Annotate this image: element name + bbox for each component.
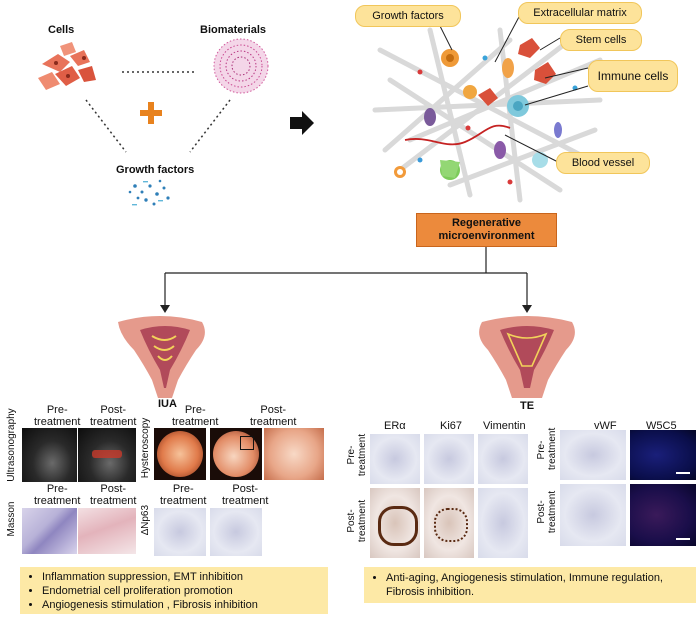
right-arrow-icon [290,111,314,135]
te-title: TE [520,400,535,412]
te-pre-row-label-right: Pre-treatment [536,427,558,470]
immune-cells-pill: Immune cells [588,60,678,92]
regenerative-microenvironment-box: Regenerative microenvironment [416,213,557,247]
cells-label: Cells [48,24,75,36]
te-w5c5-post-image [630,484,696,546]
te-marker-w5c5: W5C5 [646,420,677,432]
te-w5c5-pre-image [630,430,696,480]
iua-hyst-pre-frame [154,428,206,480]
microenvironment-cells [394,38,578,185]
iua-bullet-2: Endometrial cell proliferation promotion [42,584,328,598]
masson-label: Masson [6,501,17,537]
iua-masson-post-header: Post-treatment [90,483,137,507]
te-post-row-label-right: Post-treatment [536,490,558,534]
growth-factors-pill: Growth factors [355,5,461,27]
tree-connectors [164,245,528,305]
iua-np63-pre-image [154,508,206,556]
regen-line1: Regenerative [451,217,522,229]
blood-vessel-icon [404,124,511,146]
iua-us-post-image [78,428,136,482]
te-pre-row-label-left: Pre-treatment [346,433,368,477]
regen-line2: microenvironment [438,230,535,242]
iua-masson-post-image [78,508,136,554]
growth-factors-label: Growth factors [116,164,195,176]
iua-summary-box: Inflammation suppression, EMT inhibition… [20,567,328,614]
plus-icon [140,102,162,124]
iua-np63-post-header: Post-treatment [222,483,269,507]
stem-cells-pill: Stem cells [560,29,642,51]
te-vimentin-post-image [478,488,528,558]
te-ki67-pre-image [424,434,474,484]
te-vwf-post-image [560,484,626,546]
te-vwf-pre-image [560,430,626,480]
te-post-row-label-left: Post-treatment [346,499,368,543]
iua-uterus-icon [118,316,205,398]
iua-hyst-post-image [213,431,259,477]
iua-title: IUA [158,398,177,410]
iua-hyst-pre-header: Pre-treatment [172,404,219,428]
extracellular-matrix-pill: Extracellular matrix [518,2,642,24]
iua-hyst-post-header: Post-treatment [250,404,297,428]
cells-icon [38,42,96,90]
iua-np63-pre-header: Pre-treatment [160,483,207,507]
iua-us-pre-image [22,428,77,482]
np63-label: ∆Np63 [140,504,151,536]
extracellular-matrix-fibers [372,27,603,203]
iua-masson-pre-header: Pre-treatment [34,483,81,507]
iua-hyst-pre-image [157,431,203,477]
te-marker-vwf: vWF [594,420,617,432]
te-ki67-post-image [424,488,474,558]
te-summary-box: Anti-aging, Angiogenesis stimulation, Im… [364,567,696,603]
te-marker-ki67: Ki67 [440,420,463,432]
te-bullet-1: Anti-aging, Angiogenesis stimulation, Im… [386,571,696,599]
te-vimentin-pre-image [478,434,528,484]
ultrasonography-label: Ultrasonography [6,408,17,482]
iua-us-post-header: Post-treatment [90,404,137,428]
te-uterus-icon [479,316,575,398]
te-marker-era: ERα [384,420,406,432]
iua-bullet-3: Angiogenesis stimulation , Fibrosis inhi… [42,598,328,612]
biomaterials-label: Biomaterials [200,24,267,36]
iua-masson-pre-image [22,508,77,554]
hysteroscopy-label: Hysteroscopy [140,417,151,479]
iua-hyst-zoom-image [264,428,324,480]
te-marker-vimentin: Vimentin [483,420,526,432]
iua-bullet-1: Inflammation suppression, EMT inhibition [42,570,328,584]
biomaterial-sphere-icon [213,38,269,94]
iua-hyst-post-frame [210,428,262,480]
te-era-pre-image [370,434,420,484]
blood-vessel-pill: Blood vessel [556,152,650,174]
iua-us-pre-header: Pre-treatment [34,404,81,428]
label-connectors [437,14,589,163]
iua-np63-post-image [210,508,262,556]
te-era-post-image [370,488,420,558]
growth-factor-dots-icon [128,179,170,206]
